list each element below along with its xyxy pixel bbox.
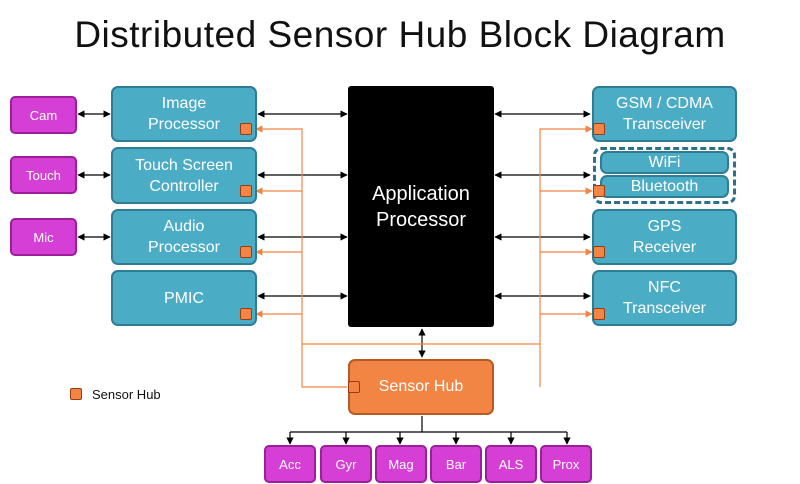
- sensor-hub-marker-gsm: [593, 123, 605, 135]
- sensor-hub-marker-hub: [348, 381, 360, 393]
- application-processor: Application Processor: [348, 86, 494, 327]
- sensor-hub-marker-nfc: [593, 308, 605, 320]
- peripheral-mic: Mic: [10, 218, 77, 256]
- diagram-title: Distributed Sensor Hub Block Diagram: [74, 14, 726, 55]
- wifi-block: WiFi: [600, 151, 729, 174]
- bluetooth-block: Bluetooth: [600, 175, 729, 198]
- gps-receiver-block: GPS Receiver: [592, 209, 737, 265]
- audio-processor-block: Audio Processor: [111, 209, 257, 265]
- legend-label: Sensor Hub: [92, 387, 161, 402]
- hub-bus-left: [255, 125, 347, 388]
- sensor-hub-marker-bluetooth: [593, 185, 605, 197]
- sensor-hub-marker-gps: [593, 246, 605, 258]
- sensor-als: ALS: [485, 445, 537, 483]
- sensor-bus: [286, 416, 571, 445]
- pmic-block: PMIC: [111, 270, 257, 326]
- touch-screen-controller-block: Touch Screen Controller: [111, 147, 257, 204]
- peripheral-cam: Cam: [10, 96, 77, 134]
- peripheral-links: [77, 110, 111, 241]
- wifi-bluetooth-group: [593, 147, 736, 204]
- sensor-hub-marker-touch: [240, 185, 252, 197]
- sensor-gyr: Gyr: [320, 445, 372, 483]
- sensor-acc: Acc: [264, 445, 316, 483]
- hub-bus-right: [302, 125, 593, 345]
- nfc-transceiver-block: NFC Transceiver: [592, 270, 737, 326]
- sensor-hub-links: [255, 125, 593, 388]
- sensor-prox: Prox: [540, 445, 592, 483]
- sensor-hub-marker-image: [240, 123, 252, 135]
- legend-swatch: [70, 388, 82, 400]
- peripheral-touch: Touch: [10, 156, 77, 194]
- gsm-cdma-transceiver-block: GSM / CDMA Transceiver: [592, 86, 737, 142]
- sensor-hub-block: Sensor Hub: [348, 359, 494, 415]
- sensor-mag: Mag: [375, 445, 427, 483]
- sensor-hub-marker-pmic: [240, 308, 252, 320]
- sensor-hub-marker-audio: [240, 246, 252, 258]
- sensor-bar: Bar: [430, 445, 482, 483]
- image-processor-block: Image Processor: [111, 86, 257, 142]
